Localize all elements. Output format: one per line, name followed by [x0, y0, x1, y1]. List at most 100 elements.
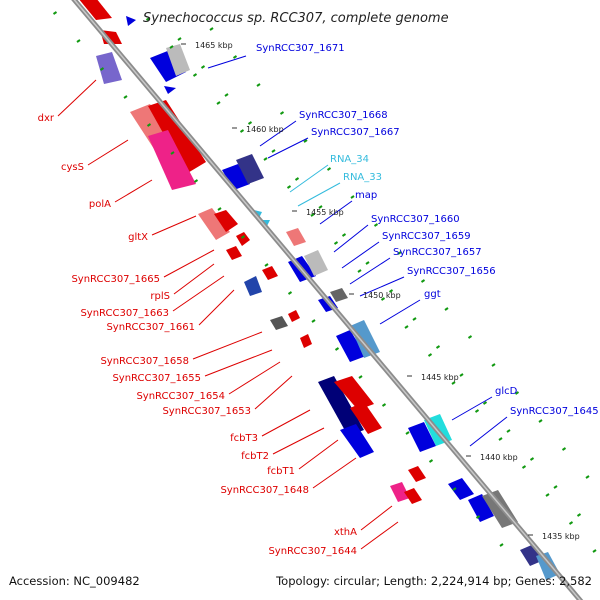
gene-feature[interactable] [340, 424, 374, 458]
gene-label-right[interactable]: SynRCC307_1657 [393, 247, 482, 258]
gene-feature[interactable] [198, 208, 230, 240]
gene-label-left[interactable]: fcbT2 [241, 451, 269, 462]
gene-label-right[interactable]: SynRCC307_1671 [256, 43, 345, 54]
gene-label-right[interactable]: glcD [495, 386, 518, 397]
gene-feature[interactable] [270, 316, 288, 330]
tick-mark [404, 325, 409, 329]
gene-feature[interactable] [126, 16, 136, 26]
accession-text: Accession: NC_009482 [9, 574, 140, 588]
gene-label-left[interactable]: cysS [61, 162, 84, 173]
tick-mark [459, 373, 464, 377]
tick-mark [521, 465, 527, 469]
gene-label-right[interactable]: RNA_33 [343, 172, 382, 183]
gene-feature[interactable] [408, 422, 436, 452]
gene-feature[interactable] [236, 232, 250, 246]
label-leader-line [297, 182, 341, 207]
gene-label-left[interactable]: SynRCC307_1653 [162, 406, 251, 417]
gene-feature[interactable] [330, 288, 348, 302]
gene-feature[interactable] [390, 482, 410, 502]
tick-marks [52, 11, 597, 553]
gene-feature[interactable] [78, 0, 112, 20]
tick-mark [145, 17, 151, 21]
tick-mark [538, 419, 543, 423]
gene-label-left[interactable]: rplS [150, 291, 170, 302]
tick-mark [428, 459, 434, 463]
gene-feature[interactable] [404, 488, 422, 504]
gene-feature[interactable] [148, 130, 196, 190]
gene-label-left[interactable]: SynRCC307_1644 [268, 546, 357, 557]
label-leader-line [289, 164, 329, 193]
gene-feature[interactable] [350, 402, 382, 434]
gene-feature[interactable] [448, 478, 474, 500]
gene-feature[interactable] [236, 154, 264, 184]
tick-mark [444, 307, 449, 311]
gene-label-right[interactable]: ggt [424, 289, 441, 300]
tick-mark [482, 401, 488, 405]
tick-mark [373, 223, 379, 227]
gene-label-left[interactable]: SynRCC307_1658 [100, 356, 189, 367]
gene-feature[interactable] [244, 276, 262, 296]
gene-label-left[interactable]: dxr [38, 113, 55, 124]
gene-feature[interactable] [304, 250, 328, 276]
label-leader-line [163, 249, 215, 278]
gene-feature[interactable] [318, 376, 364, 436]
label-leader-line [254, 375, 293, 410]
gene-feature[interactable] [164, 86, 176, 94]
gene-label-right[interactable]: SynRCC307_1667 [311, 127, 400, 138]
gene-feature[interactable] [148, 100, 206, 174]
backbone-highlight [73, 0, 581, 600]
gene-label-right[interactable]: map [355, 190, 377, 201]
gene-label-right[interactable]: RNA_34 [330, 154, 369, 165]
gene-feature[interactable] [350, 320, 380, 358]
gene-feature[interactable] [96, 52, 122, 84]
gene-feature[interactable] [334, 376, 374, 410]
tick-mark [365, 261, 370, 265]
gene-label-left[interactable]: fcbT1 [267, 466, 295, 477]
tick-mark [279, 111, 285, 115]
gene-label-right[interactable]: SynRCC307_1656 [407, 266, 496, 277]
gene-label-right[interactable]: SynRCC307_1659 [382, 231, 471, 242]
gene-label-left[interactable]: xthA [334, 527, 357, 538]
kbp-tick-label: 1445 kbp [421, 373, 459, 382]
tick-mark [585, 475, 590, 479]
gene-label-left[interactable]: SynRCC307_1655 [112, 373, 201, 384]
genome-axis [71, 0, 584, 600]
gene-feature[interactable] [408, 466, 426, 482]
gene-label-left[interactable]: SynRCC307_1654 [136, 391, 225, 402]
label-leader-line [151, 215, 197, 236]
gene-label-left[interactable]: SynRCC307_1648 [220, 485, 309, 496]
gene-label-left[interactable]: gltX [128, 232, 148, 243]
gene-feature[interactable] [288, 310, 300, 322]
label-leader-line [207, 55, 247, 69]
gene-feature[interactable] [222, 164, 250, 190]
gene-label-right[interactable]: SynRCC307_1660 [371, 214, 460, 225]
tick-mark [397, 251, 402, 255]
gene-feature[interactable] [286, 228, 306, 246]
kbp-tick-label: 1450 kbp [363, 291, 401, 300]
label-leader-line [333, 224, 369, 253]
tick-mark [451, 381, 456, 385]
gene-feature[interactable] [166, 44, 190, 76]
label-leader-line [359, 276, 405, 297]
tick-mark [256, 83, 261, 87]
gene-label-left[interactable]: SynRCC307_1663 [80, 308, 169, 319]
tick-mark [271, 149, 276, 153]
tick-mark [357, 269, 362, 273]
gene-feature[interactable] [214, 210, 238, 232]
gene-label-left[interactable]: polA [89, 199, 111, 210]
gene-label-right[interactable]: SynRCC307_1645 [510, 406, 599, 417]
gene-feature[interactable] [226, 246, 242, 260]
label-leader-line [259, 120, 297, 147]
gene-label-right[interactable]: SynRCC307_1668 [299, 110, 388, 121]
gene-label-left[interactable]: SynRCC307_1665 [71, 274, 160, 285]
genome-summary-text: Topology: circular; Length: 2,224,914 bp… [276, 574, 592, 588]
gene-feature[interactable] [262, 266, 278, 280]
gene-label-left[interactable]: fcbT3 [230, 433, 258, 444]
tick-mark [341, 233, 347, 237]
gene-feature[interactable] [336, 330, 366, 362]
gene-feature[interactable] [468, 494, 494, 522]
gene-label-left[interactable]: SynRCC307_1661 [106, 322, 195, 333]
gene-feature[interactable] [300, 334, 312, 348]
